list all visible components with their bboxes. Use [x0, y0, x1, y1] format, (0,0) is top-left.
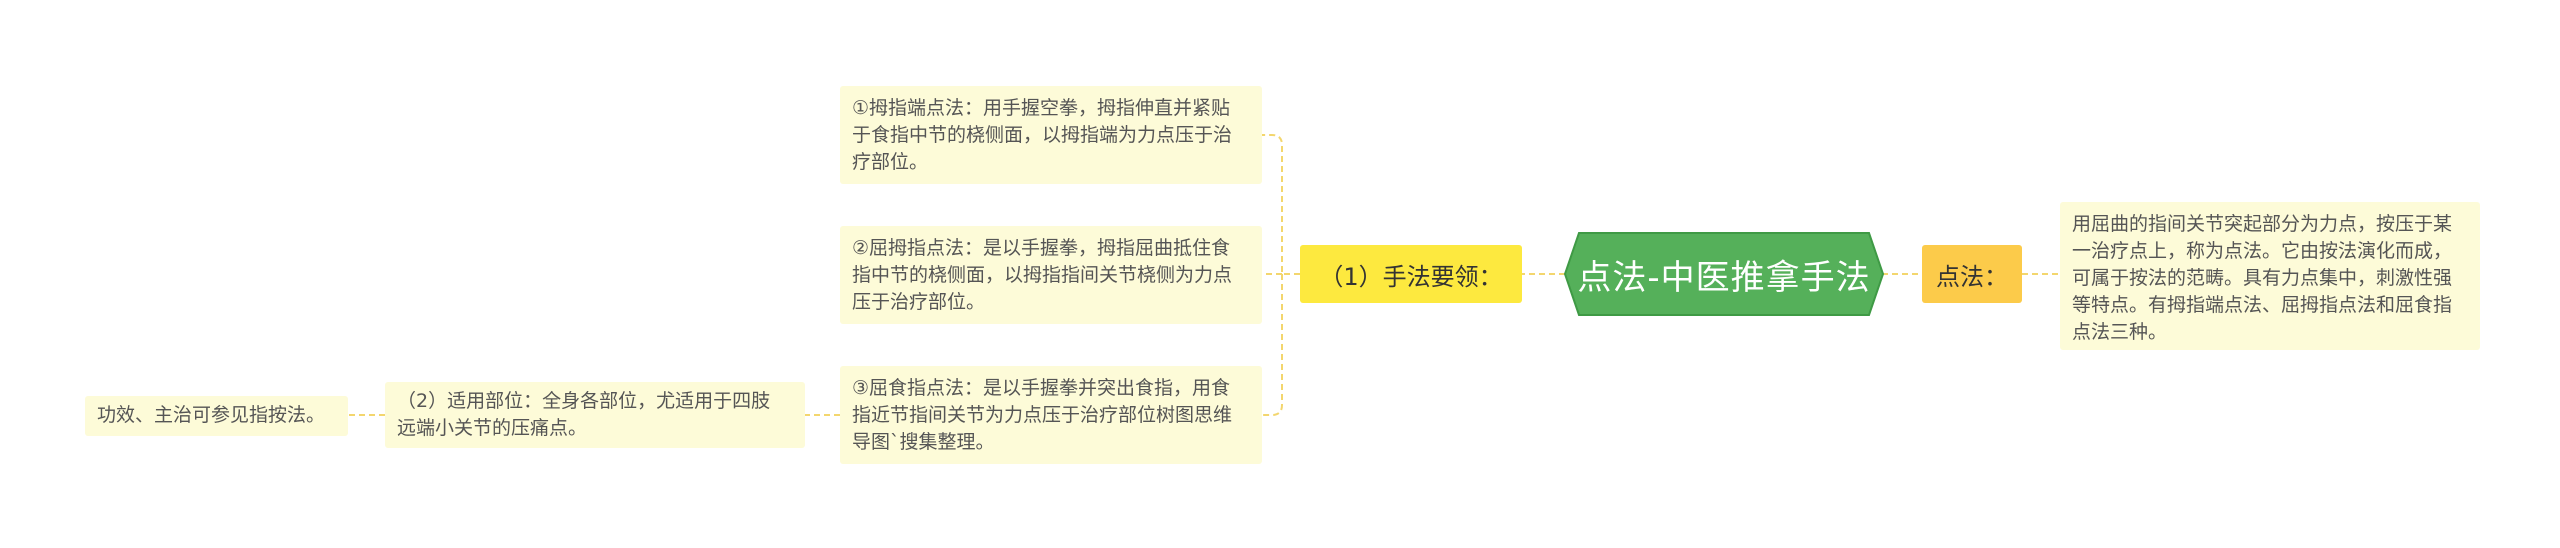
- link-technique-to-item-3: [1262, 274, 1283, 416]
- technique-item-bent-thumb[interactable]: ②屈拇指点法：是以手握拳，拇指屈曲抵住食 指中节的桡侧面，以拇指指间关节桡侧为力…: [840, 226, 1262, 324]
- branch-dianfa[interactable]: 点法：: [1922, 245, 2022, 303]
- root-node[interactable]: 点法-中医推拿手法: [1577, 257, 1871, 298]
- branch-technique-essentials[interactable]: （1）手法要领：: [1300, 245, 1522, 303]
- root-node-shape: [1563, 232, 1885, 316]
- application-area[interactable]: （2）适用部位：全身各部位，尤适用于四肢 远端小关节的压痛点。: [385, 382, 805, 448]
- efficacy-note[interactable]: 功效、主治可参见指按法。: [85, 396, 348, 436]
- link-technique-to-item-1: [1262, 134, 1300, 275]
- dianfa-description[interactable]: 用屈曲的指间关节突起部分为力点，按压于某 一治疗点上，称为点法。它由按法演化而成…: [2060, 202, 2480, 350]
- technique-item-bent-index[interactable]: ③屈食指点法：是以手握拳并突出食指，用食 指近节指间关节为力点压于治疗部位树图思…: [840, 366, 1262, 464]
- technique-item-thumb-tip[interactable]: ①拇指端点法：用手握空拳，拇指伸直并紧贴 于食指中节的桡侧面，以拇指端为力点压于…: [840, 86, 1262, 184]
